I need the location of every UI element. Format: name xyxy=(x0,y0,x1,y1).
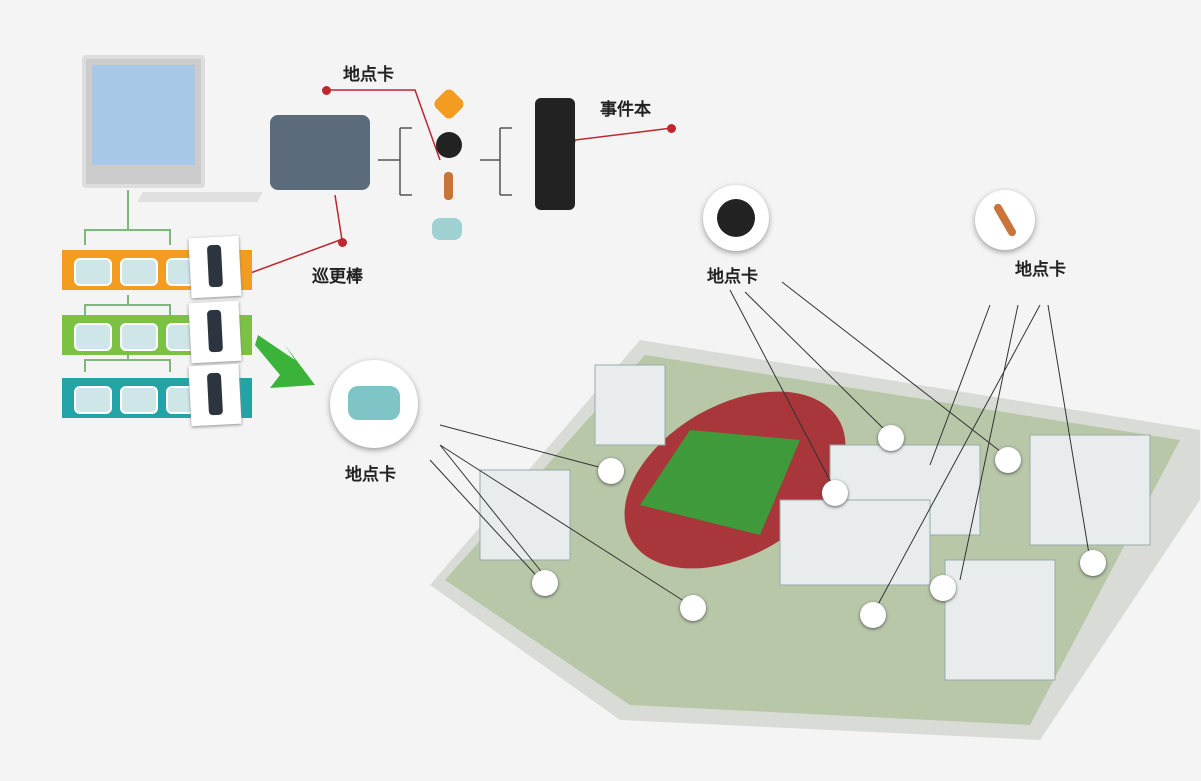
round-tag-circle xyxy=(703,185,769,251)
location-card-label: 地点卡 xyxy=(343,65,394,85)
callout-dot xyxy=(338,238,347,247)
event-book-device xyxy=(535,98,575,210)
tag-marker xyxy=(1080,550,1106,576)
patrol-reader-2 xyxy=(188,300,242,364)
pointer-arrows xyxy=(429,281,1091,611)
button-tag-circle xyxy=(330,360,418,448)
button-tag-icon xyxy=(432,218,462,240)
tag-marker xyxy=(822,480,848,506)
charging-dock xyxy=(270,115,370,190)
tag-marker xyxy=(860,602,886,628)
tag-marker xyxy=(680,595,706,621)
patrol-reader-3 xyxy=(188,363,242,427)
flow-arrow xyxy=(255,335,315,388)
round-tag-icon xyxy=(436,132,462,158)
callout-dot xyxy=(322,86,331,95)
location-card-label: 地点卡 xyxy=(345,465,396,485)
football-field xyxy=(640,430,800,535)
buildings xyxy=(479,364,1151,681)
tag-marker xyxy=(532,570,558,596)
callout-dot xyxy=(667,124,676,133)
location-card-label: 地点卡 xyxy=(707,267,758,287)
keyboard xyxy=(137,192,263,202)
glass-tag-icon xyxy=(444,172,453,200)
tag-marker xyxy=(598,458,624,484)
hierarchy-lines xyxy=(84,190,171,372)
bracket-lines xyxy=(378,127,512,196)
patrol-stick-label: 巡更棒 xyxy=(312,267,363,287)
tag-marker xyxy=(930,575,956,601)
tag-marker xyxy=(878,425,904,451)
computer-monitor xyxy=(82,55,205,188)
patrol-reader-1 xyxy=(188,235,242,299)
location-card-label: 地点卡 xyxy=(1015,260,1066,280)
callout-lines xyxy=(244,89,673,276)
tag-marker xyxy=(995,447,1021,473)
glass-tag-circle xyxy=(975,190,1035,250)
event-book-label: 事件本 xyxy=(600,100,651,120)
